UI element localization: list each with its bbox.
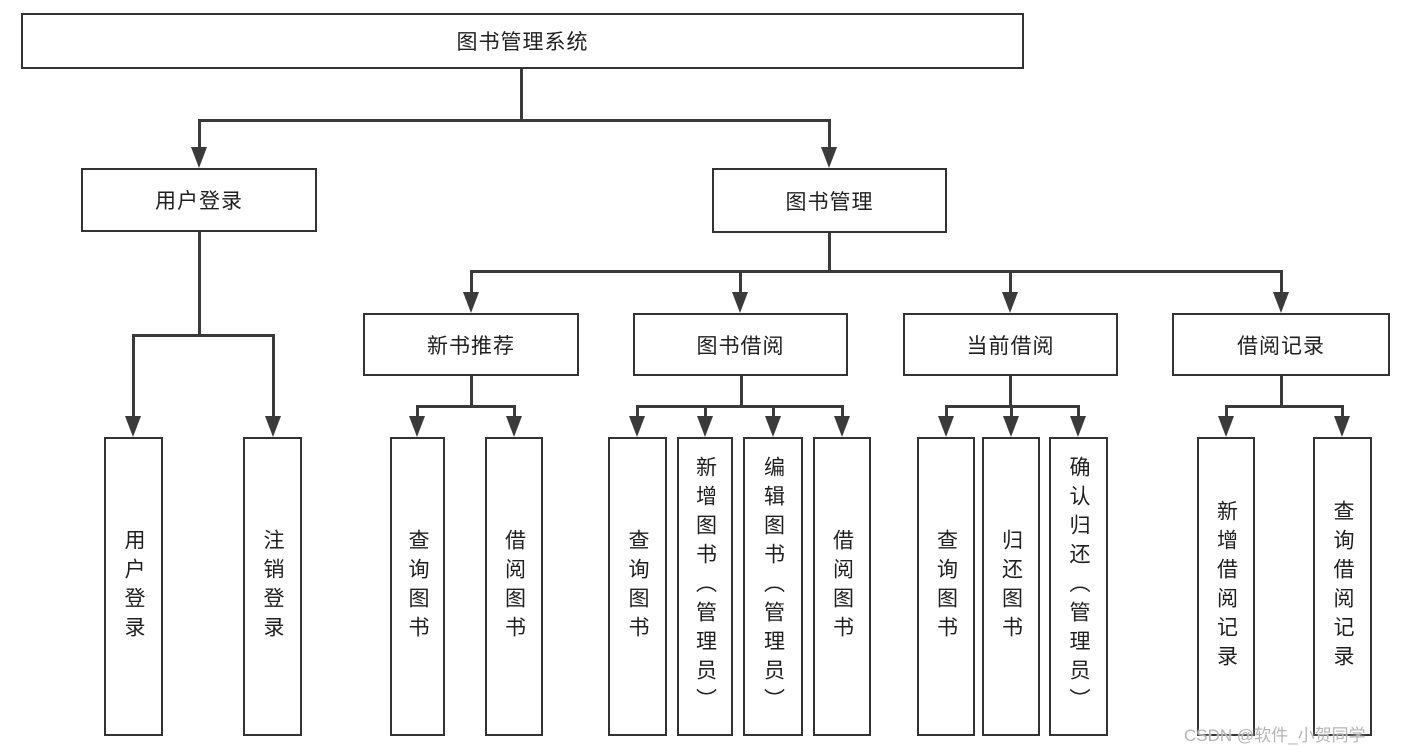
arrowhead-icon [628,416,645,437]
connector-line [132,334,135,417]
arrowhead-icon [1272,292,1289,313]
connector-line [945,405,948,418]
node-label: 查询图书 [406,528,429,645]
node-library-system: 图书管理系统 [21,13,1024,69]
node-label: 确认归还（管理员） [1067,456,1090,717]
connector-line [636,405,639,418]
leaf-add-borrow-record: 新增借阅记录 [1197,437,1255,736]
leaf-logout: 注销登录 [243,437,302,736]
leaf-return-book: 归还图书 [982,437,1040,736]
connector-line [132,334,275,337]
node-label: 图书管理系统 [456,31,589,54]
node-label: 用户登录 [122,528,145,645]
node-label: 借阅图书 [502,528,526,645]
connector-line [1009,270,1012,293]
connector-line [1225,405,1228,418]
connector-line [1077,405,1080,418]
connector-line [470,270,1283,273]
node-new-book-recommend: 新书推荐 [363,313,579,376]
arrowhead-icon [505,416,522,437]
connector-line [1009,376,1012,407]
connector-line [828,119,831,148]
connector-line [416,405,516,408]
arrowhead-icon [833,416,850,437]
connector-line [739,270,742,293]
node-label: 用户登录 [155,190,243,213]
connector-line [740,376,743,407]
node-user-login: 用户登录 [81,168,317,232]
leaf-add-book-admin: 新增图书（管理员） [677,437,733,736]
leaf-confirm-return-admin: 确认归还（管理员） [1049,437,1108,736]
node-current-borrow: 当前借阅 [903,313,1118,376]
leaf-query-book-recommend: 查询图书 [390,437,445,736]
node-label: 图书管理 [785,190,874,214]
arrowhead-icon [731,292,748,313]
leaf-borrow-book-recommend: 借阅图书 [485,437,543,736]
node-label: 查询图书 [626,528,649,645]
connector-line [945,405,1080,408]
leaf-query-book-borrow: 查询图书 [608,437,667,736]
arrowhead-icon [408,416,425,437]
arrowhead-icon [1333,416,1350,437]
node-label: 新增借阅记录 [1214,499,1238,674]
leaf-edit-book-admin: 编辑图书（管理员） [743,437,803,736]
arrowhead-icon [264,416,281,437]
node-label: 查询图书 [934,528,958,645]
connector-line [772,405,775,418]
connector-line [1280,270,1283,293]
node-book-borrow: 图书借阅 [633,313,848,376]
arrowhead-icon [1001,292,1018,313]
connector-line [1225,405,1344,408]
connector-line [1280,376,1283,407]
connector-line [198,119,831,122]
connector-line [636,405,844,408]
node-label: 借阅图书 [830,528,854,645]
node-label: 新增图书（管理员） [693,456,717,717]
arrowhead-icon [696,416,713,437]
arrowhead-icon [190,147,207,168]
node-label: 当前借阅 [966,334,1055,358]
connector-line [828,233,831,272]
connector-line [704,405,707,418]
connector-line [198,119,201,148]
leaf-query-borrow-record: 查询借阅记录 [1313,437,1372,736]
connector-line [416,405,419,418]
arrowhead-icon [820,147,837,168]
node-label: 注销登录 [261,528,284,645]
node-label: 借阅记录 [1237,334,1325,358]
node-label: 图书借阅 [696,334,785,358]
connector-line [513,405,516,418]
arrowhead-icon [1069,416,1086,437]
arrowhead-icon [124,416,141,437]
node-label: 新书推荐 [427,334,515,358]
node-borrow-records: 借阅记录 [1172,313,1390,376]
leaf-user-login: 用户登录 [104,437,163,736]
node-label: 归还图书 [999,528,1023,645]
leaf-borrow-book: 借阅图书 [813,437,871,736]
arrowhead-icon [1002,416,1019,437]
arrowhead-icon [764,416,781,437]
connector-line [1010,405,1013,418]
node-label: 查询借阅记录 [1331,499,1354,674]
csdn-watermark: CSDN @软件_小贺同学 [1184,726,1366,745]
connector-line [1341,405,1344,418]
leaf-query-book-current: 查询图书 [917,437,975,736]
connector-line [470,376,473,407]
node-book-management: 图书管理 [712,168,947,233]
connector-line [520,69,523,121]
connector-line [470,270,473,293]
arrowhead-icon [462,292,479,313]
arrowhead-icon [1217,416,1234,437]
arrowhead-icon [937,416,954,437]
connector-line [198,232,201,336]
connector-line [841,405,844,418]
node-label: 编辑图书（管理员） [761,456,785,717]
connector-line [272,334,275,417]
